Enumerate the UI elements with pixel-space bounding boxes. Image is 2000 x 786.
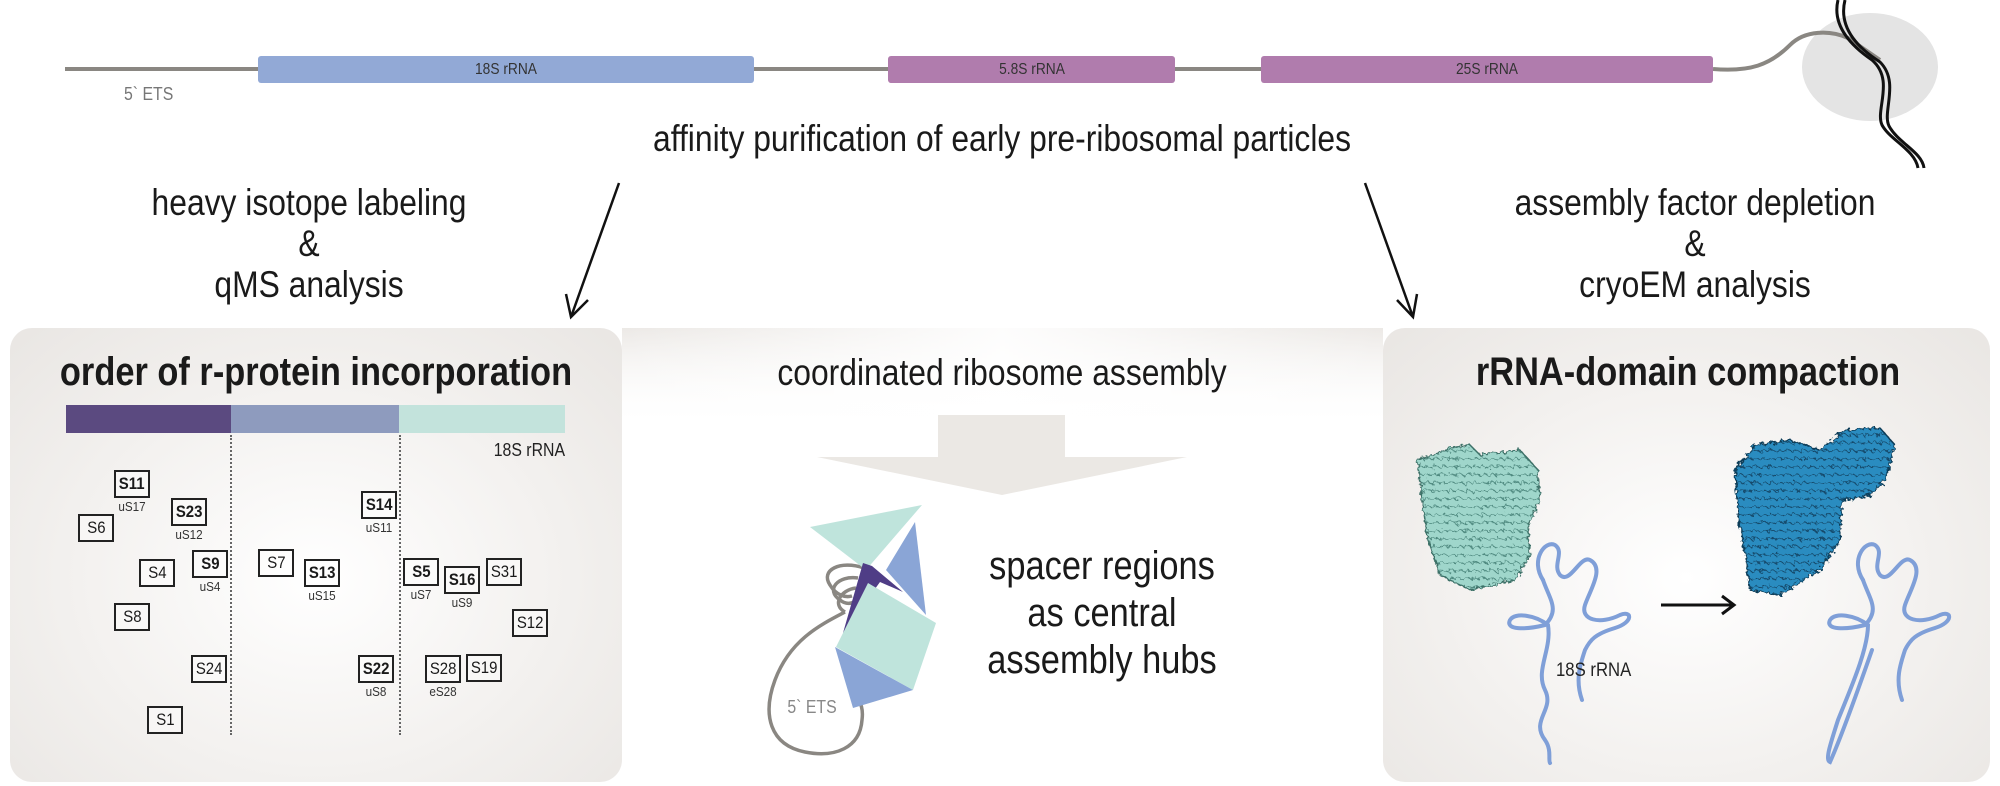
- protein-universal-name: eS28: [429, 684, 457, 699]
- protein-box: S9: [192, 550, 228, 578]
- left-panel-title: order of r-protein incorporation: [59, 350, 573, 394]
- arrow-to-left-panel: [564, 182, 621, 320]
- hubs-line1: spacer regions: [989, 544, 1215, 588]
- protein-universal-name: uS17: [118, 499, 146, 514]
- segment-3prime: [399, 405, 565, 433]
- protein-universal-name: uS7: [410, 587, 432, 602]
- protein-name: S22: [362, 659, 390, 678]
- protein-universal-name: uS4: [199, 579, 221, 594]
- protein-box: S31: [486, 558, 522, 586]
- bar-18s: 18S rRNA: [258, 56, 754, 83]
- protein-box: S1: [147, 706, 183, 734]
- protein-box: S14: [361, 491, 397, 519]
- protein-name: S23: [175, 502, 203, 521]
- protein-box: S11: [114, 470, 150, 498]
- bar-18s-label: 18S rRNA: [475, 60, 537, 78]
- arrow-to-right-panel: [1363, 182, 1419, 320]
- hubs-line3: assembly hubs: [987, 638, 1217, 682]
- protein-universal-name: uS9: [451, 595, 473, 610]
- protein-box: S5: [403, 558, 439, 586]
- polymerase-strands: [1835, 0, 1926, 169]
- right-panel: [1383, 328, 1990, 782]
- protein-name: S1: [155, 710, 175, 729]
- particle-circle: [1802, 13, 1938, 121]
- middle-band-fade: [622, 328, 1383, 428]
- ets-label: 5` ETS: [124, 84, 174, 104]
- protein-box: S16: [444, 566, 480, 594]
- protein-box: S28: [425, 655, 461, 683]
- protein-name: S7: [266, 553, 286, 572]
- divider-2: [399, 435, 401, 735]
- bar-5-8s: 5.8S rRNA: [888, 56, 1175, 83]
- protein-name: S14: [365, 495, 393, 514]
- protein-box: S8: [114, 603, 150, 631]
- protein-universal-name: uS8: [365, 684, 387, 699]
- protein-name: S11: [119, 474, 145, 493]
- protein-box: S13: [304, 559, 340, 587]
- bar-25s: 25S rRNA: [1261, 56, 1713, 83]
- protein-name: S19: [470, 658, 498, 677]
- right-method-line2: &: [1684, 223, 1706, 264]
- left-method-line2: &: [298, 223, 320, 264]
- protein-box: S19: [466, 654, 502, 682]
- protein-name: S6: [86, 518, 106, 537]
- protein-name: S5: [411, 562, 431, 581]
- bar-5-8s-label: 5.8S rRNA: [998, 60, 1065, 78]
- segment-central: [231, 405, 399, 433]
- protein-name: S31: [490, 562, 518, 581]
- middle-ets-label: 5` ETS: [787, 697, 837, 717]
- right-method-line3: cryoEM analysis: [1579, 264, 1811, 305]
- protein-box: S4: [139, 559, 175, 587]
- protein-box: S6: [78, 514, 114, 542]
- right-panel-title: rRNA-domain compaction: [1475, 350, 1901, 394]
- protein-box: S22: [358, 655, 394, 683]
- left-rrna-label: 18S rRNA: [493, 440, 565, 460]
- divider-1: [230, 435, 232, 735]
- protein-name: S24: [195, 659, 223, 678]
- middle-title: coordinated ribosome assembly: [777, 352, 1227, 393]
- protein-box: S7: [258, 549, 294, 577]
- protein-name: S4: [147, 563, 167, 582]
- protein-name: S16: [448, 570, 476, 589]
- protein-name: S9: [200, 554, 220, 573]
- protein-universal-name: uS11: [365, 520, 393, 535]
- segment-5prime: [66, 405, 231, 433]
- left-method-line3: qMS analysis: [214, 264, 404, 305]
- left-panel: [10, 328, 622, 782]
- protein-universal-name: uS15: [308, 588, 336, 603]
- right-rrna-label: 18S rRNA: [1556, 660, 1632, 681]
- protein-universal-name: uS12: [175, 527, 203, 542]
- right-method-line1: assembly factor depletion: [1514, 182, 1876, 223]
- bar-25s-label: 25S rRNA: [1456, 60, 1518, 78]
- purification-text: affinity purification of early pre-ribos…: [653, 118, 1351, 159]
- rna-tail: [1712, 30, 1882, 72]
- left-method-line1: heavy isotope labeling: [151, 182, 467, 223]
- protein-box: S24: [191, 655, 227, 683]
- hubs-line2: as central: [1027, 591, 1177, 635]
- protein-box: S23: [171, 498, 207, 526]
- protein-name: S28: [429, 659, 457, 678]
- protein-name: S13: [308, 563, 336, 582]
- protein-name: S12: [516, 613, 544, 632]
- protein-box: S12: [512, 609, 548, 637]
- protein-name: S8: [122, 607, 142, 626]
